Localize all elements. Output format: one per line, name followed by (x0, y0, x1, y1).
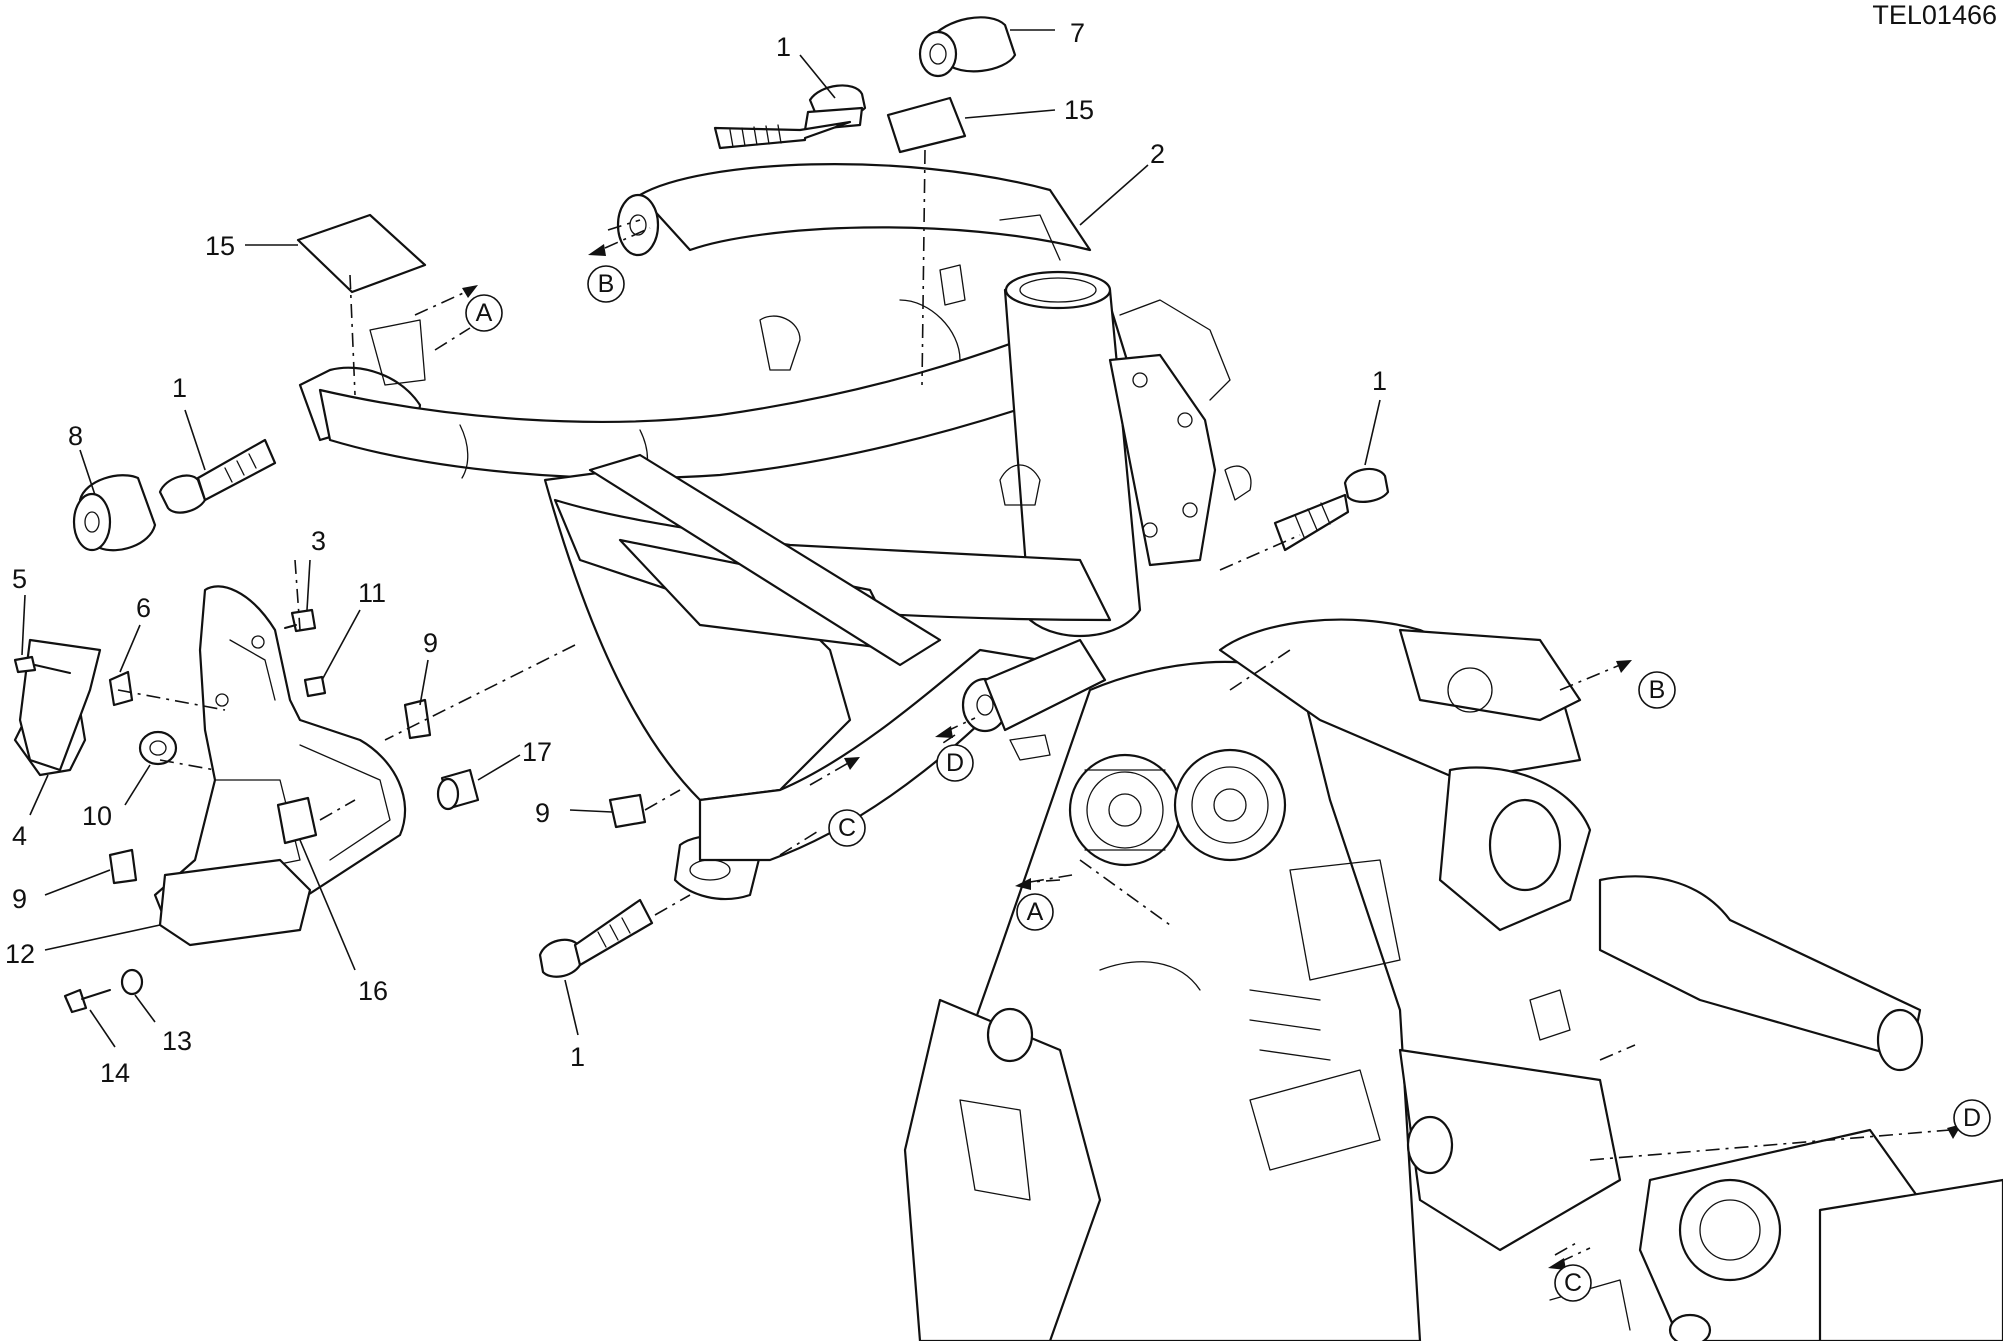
svg-text:B: B (598, 270, 615, 298)
label-part-14: 14 (100, 1058, 130, 1088)
connector-c-frame: C (828, 809, 866, 847)
label-part-7: 7 (1070, 18, 1085, 48)
connector-markers: A B B D C A D C (465, 265, 1991, 1302)
arrow-c-left (844, 757, 860, 770)
label-part-4: 4 (12, 821, 27, 851)
label-part-16: 16 (358, 976, 388, 1006)
label-part-13: 13 (162, 1026, 192, 1056)
connection-arrows (414, 227, 1962, 1270)
label-part-11: 11 (358, 578, 386, 608)
label-part-1-top: 1 (776, 32, 791, 62)
label-part-1-right: 1 (1372, 366, 1387, 396)
connector-a-engine: A (1016, 893, 1054, 931)
connector-b-engine: B (1638, 671, 1676, 709)
label-part-9-lower: 9 (12, 884, 27, 914)
connector-c-engine: C (1554, 1264, 1592, 1302)
svg-text:C: C (838, 814, 856, 842)
label-part-9-upper: 9 (423, 628, 438, 658)
label-part-3: 3 (311, 526, 326, 556)
svg-text:D: D (946, 749, 964, 777)
engine-assembly (903, 618, 2003, 1341)
label-part-5: 5 (12, 564, 27, 594)
main-frame (298, 163, 1252, 901)
connector-b-upper: B (587, 265, 625, 303)
label-part-17: 17 (522, 737, 552, 767)
arrow-b-right (1616, 660, 1632, 673)
arrow-b-left (588, 244, 606, 256)
assembly-centerlines (117, 149, 1636, 1256)
arrow-a-left (462, 285, 478, 298)
part-labels: 1 7 15 2 15 1 8 1 3 5 6 11 9 17 10 4 9 9… (5, 18, 1387, 1088)
label-part-6: 6 (136, 593, 151, 623)
svg-text:C: C (1564, 1269, 1582, 1297)
svg-text:A: A (1027, 898, 1044, 926)
svg-text:B: B (1649, 676, 1666, 704)
left-bracket-assembly (13, 585, 647, 1014)
label-part-15-top: 15 (1064, 95, 1094, 125)
label-part-8: 8 (68, 421, 83, 451)
fasteners (72, 16, 1390, 978)
connector-a-upper: A (465, 294, 503, 332)
drawing-reference-code: TEL01466 (1872, 0, 1997, 30)
svg-text:A: A (476, 299, 493, 327)
label-part-2: 2 (1150, 139, 1165, 169)
label-part-1-left: 1 (172, 373, 187, 403)
connector-d-engine: D (1953, 1099, 1991, 1137)
label-part-15-left: 15 (205, 231, 235, 261)
leader-lines (21, 29, 1381, 1048)
label-part-12: 12 (5, 939, 35, 969)
arrow-c-right (1548, 1258, 1566, 1270)
label-part-1-bottom: 1 (570, 1042, 585, 1072)
arrow-d-left (935, 726, 953, 738)
label-part-9-middle: 9 (535, 798, 550, 828)
arrow-a-right (1015, 878, 1031, 890)
svg-text:D: D (1963, 1104, 1981, 1132)
label-part-10: 10 (82, 801, 112, 831)
connector-d-frame: D (936, 744, 974, 782)
